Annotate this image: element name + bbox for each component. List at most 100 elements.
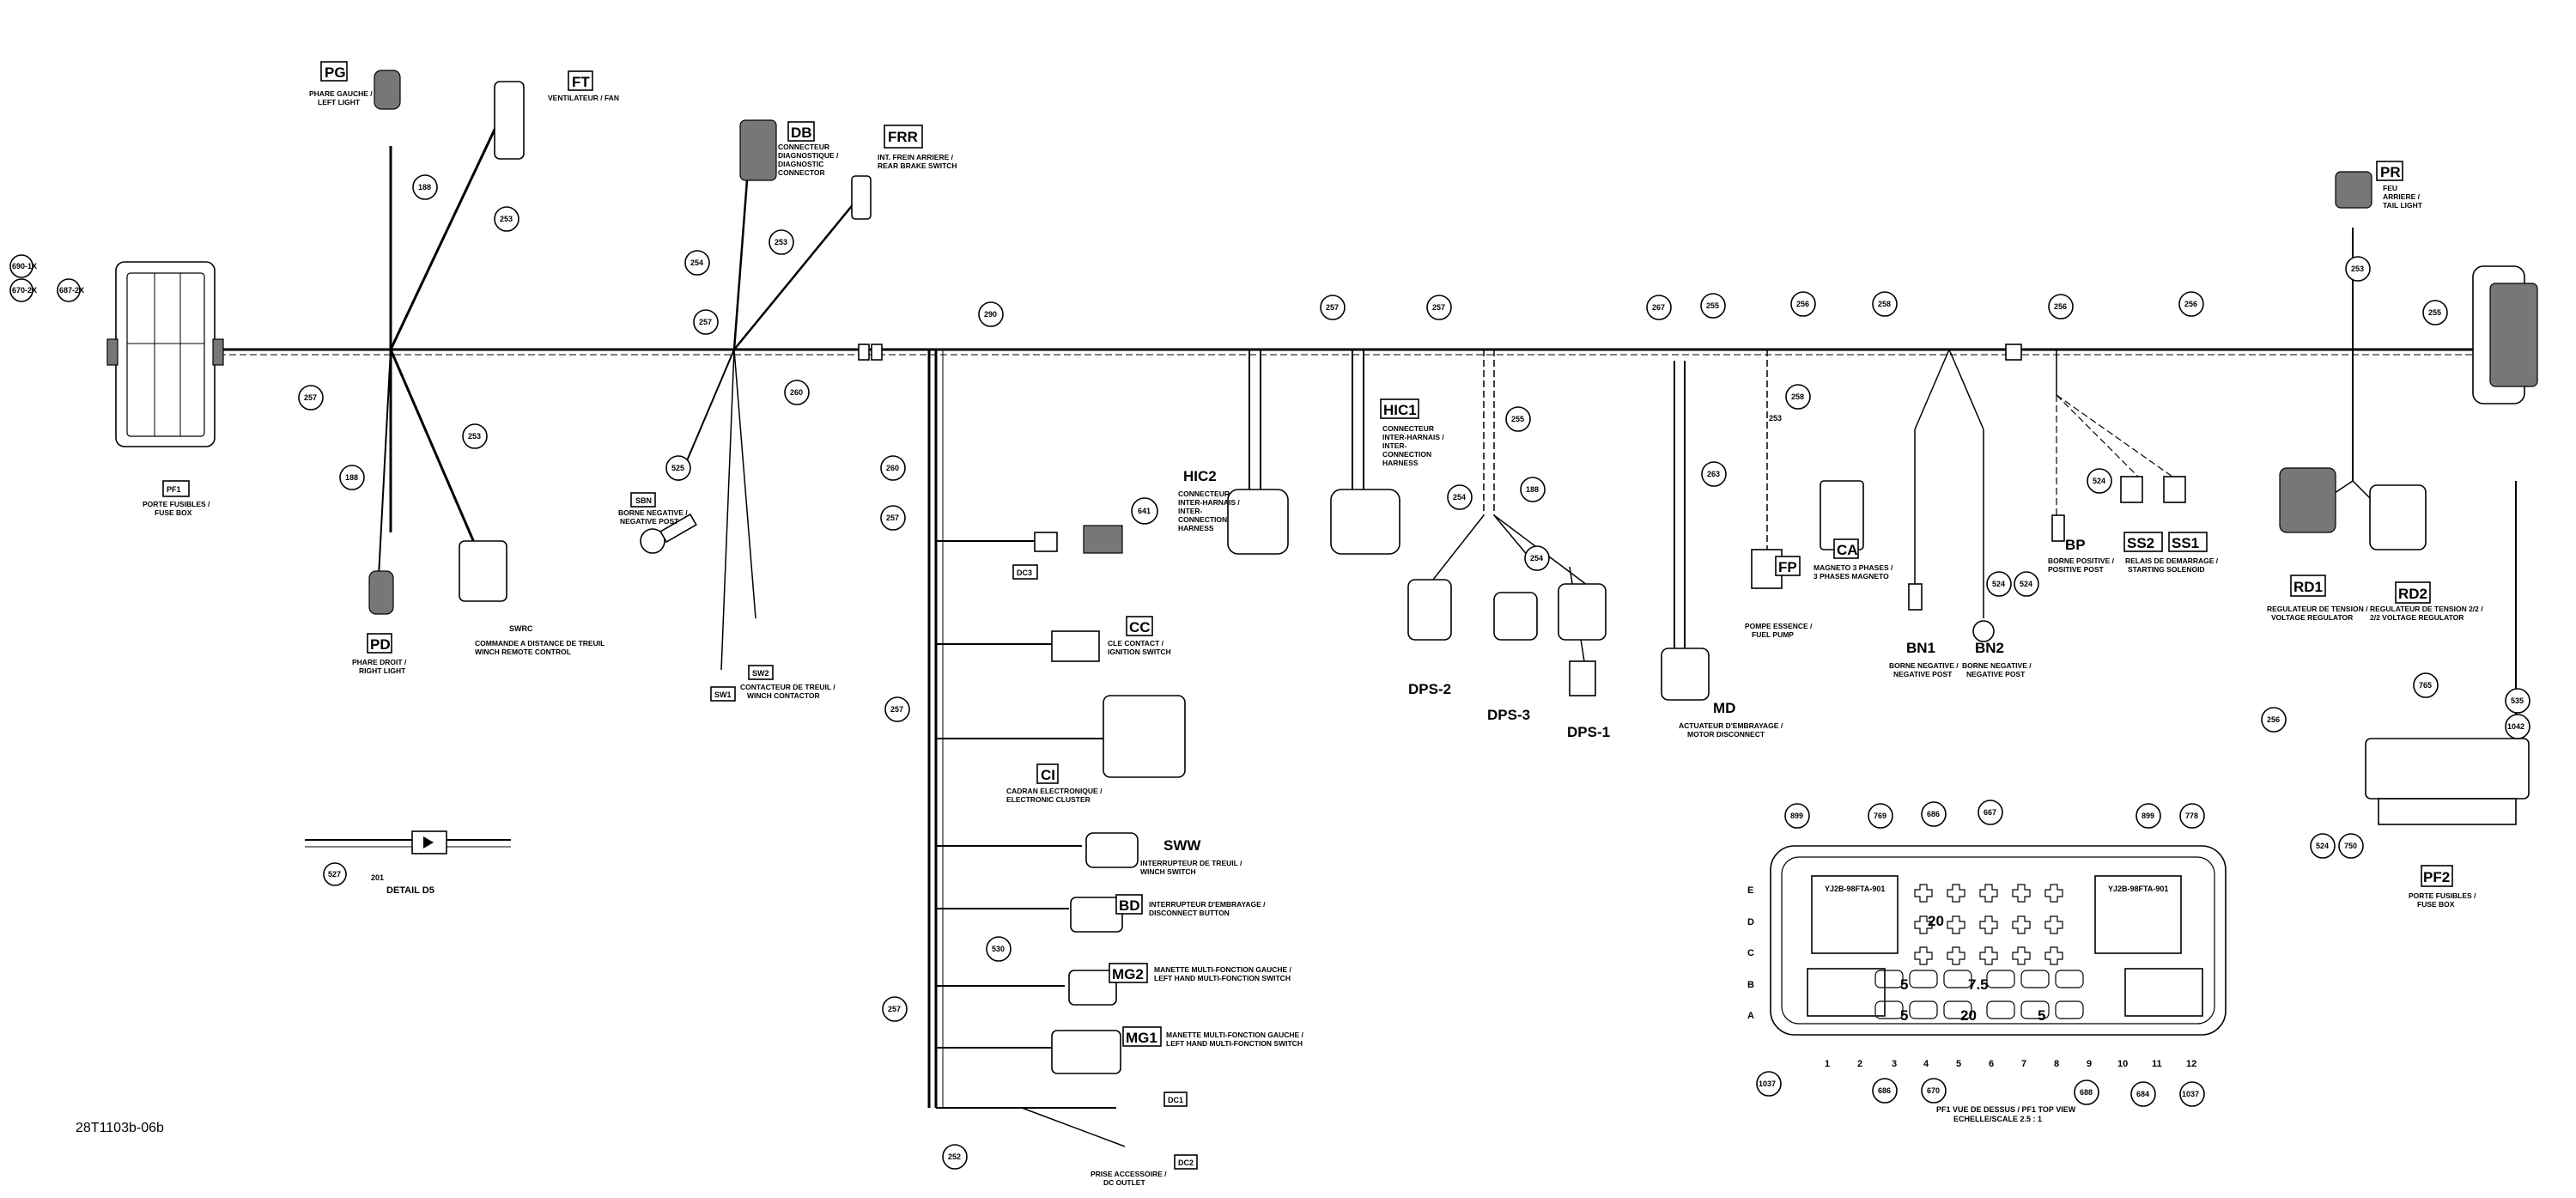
svg-text:524: 524 — [2316, 842, 2329, 850]
fuse-rating-a8: 5 — [2038, 1007, 2045, 1024]
fuse-slot — [2020, 970, 2050, 988]
component-labels: PG PHARE GAUCHE / LEFT LIGHT FT VENTILAT… — [143, 61, 2483, 1187]
fuse-slot — [1874, 1000, 1904, 1019]
fuse-slot — [1986, 1000, 2015, 1019]
svg-text:DC OUTLET: DC OUTLET — [1103, 1178, 1145, 1187]
svg-text:VENTILATEUR / FAN: VENTILATEUR / FAN — [548, 94, 619, 102]
label-dc3: DC3 — [1017, 569, 1032, 577]
pr-connector — [2335, 171, 2372, 209]
svg-text:FUEL PUMP: FUEL PUMP — [1752, 630, 1794, 639]
svg-text:PHARE DROIT /: PHARE DROIT / — [352, 658, 407, 666]
svg-text:WINCH SWITCH: WINCH SWITCH — [1140, 867, 1196, 876]
svg-text:INTER-HARNAIS /: INTER-HARNAIS / — [1178, 498, 1240, 507]
svg-text:254: 254 — [1453, 493, 1466, 502]
svg-text:NEGATIVE POST: NEGATIVE POST — [1893, 670, 1953, 678]
svg-text:COMMANDE A DISTANCE DE TREUIL: COMMANDE A DISTANCE DE TREUIL — [475, 639, 605, 648]
svg-text:IGNITION SWITCH: IGNITION SWITCH — [1108, 648, 1171, 656]
svg-text:524: 524 — [2093, 477, 2105, 485]
svg-text:POMPE ESSENCE /: POMPE ESSENCE / — [1745, 622, 1813, 630]
label-ss2: SS2 — [2127, 535, 2154, 551]
svg-text:8: 8 — [2054, 1059, 2059, 1069]
cc-connector — [1051, 630, 1100, 662]
svg-text:1037: 1037 — [2182, 1090, 2199, 1098]
sbn-ring-terminal — [640, 528, 665, 554]
svg-text:12: 12 — [2186, 1059, 2196, 1069]
svg-text:3: 3 — [1892, 1059, 1897, 1069]
svg-text:267: 267 — [1652, 303, 1665, 312]
dps2-connector — [1407, 579, 1452, 641]
fuse-socket — [2012, 946, 2031, 965]
svg-text:253: 253 — [775, 238, 787, 246]
label-dps2: DPS-2 — [1408, 681, 1451, 697]
svg-text:STARTING SOLENOID: STARTING SOLENOID — [2128, 565, 2205, 574]
label-pg: PG — [325, 64, 346, 81]
svg-text:188: 188 — [345, 473, 358, 482]
svg-text:778: 778 — [2185, 812, 2198, 820]
small-ref-balloons: 641 524 524 524 530 765 750 524 — [986, 468, 2439, 962]
svg-text:CONTACTEUR DE TREUIL /: CONTACTEUR DE TREUIL / — [740, 683, 835, 691]
svg-text:MANETTE MULTI-FONCTION GAUCHE: MANETTE MULTI-FONCTION GAUCHE / — [1166, 1031, 1304, 1039]
svg-text:CLE CONTACT /: CLE CONTACT / — [1108, 639, 1164, 648]
fuse-socket — [2012, 915, 2031, 934]
hic2-connector — [1227, 489, 1289, 555]
svg-text:INTERRUPTEUR D'EMBRAYAGE /: INTERRUPTEUR D'EMBRAYAGE / — [1149, 900, 1266, 909]
label-pf1: PF1 — [167, 485, 181, 494]
fuse-socket — [1979, 915, 1998, 934]
dc3-connector — [1034, 532, 1058, 552]
svg-text:263: 263 — [1707, 470, 1720, 478]
connector-shapes — [368, 70, 2538, 1074]
svg-text:254: 254 — [690, 258, 703, 267]
svg-text:REGULATEUR DE TENSION /: REGULATEUR DE TENSION / — [2267, 605, 2368, 613]
svg-text:RELAIS DE DEMARRAGE /: RELAIS DE DEMARRAGE / — [2125, 556, 2219, 565]
svg-text:ARRIERE /: ARRIERE / — [2383, 192, 2421, 201]
fuse-socket — [1979, 884, 1998, 903]
row-a: A — [1747, 1011, 1754, 1021]
fuse-socket — [2044, 915, 2063, 934]
ref-687: 687-2X — [59, 286, 84, 295]
svg-text:257: 257 — [890, 705, 903, 714]
svg-text:BORNE NEGATIVE /: BORNE NEGATIVE / — [1889, 661, 1959, 670]
label-pf2: PF2 — [2423, 869, 2450, 885]
fuse-rating-b4: 5 — [1900, 976, 1908, 993]
pf2-connector — [2365, 738, 2530, 800]
svg-text:253: 253 — [1769, 414, 1782, 423]
label-hic1: HIC1 — [1383, 402, 1417, 418]
svg-text:LEFT HAND MULTI-FONCTION SWITC: LEFT HAND MULTI-FONCTION SWITCH — [1166, 1039, 1303, 1048]
svg-text:INTER-HARNAIS /: INTER-HARNAIS / — [1382, 433, 1444, 441]
svg-text:258: 258 — [1791, 392, 1804, 401]
svg-text:PRISE ACCESSOIRE /: PRISE ACCESSOIRE / — [1091, 1170, 1167, 1178]
svg-text:899: 899 — [2142, 812, 2154, 820]
svg-text:899: 899 — [1790, 812, 1803, 820]
svg-text:DIAGNOSTIC: DIAGNOSTIC — [778, 160, 823, 168]
label-db: DB — [791, 125, 812, 141]
fuse-slot — [2055, 970, 2084, 988]
dps1-connector — [1558, 583, 1607, 641]
rd2-connector — [2369, 484, 2427, 550]
svg-text:525: 525 — [671, 464, 684, 472]
label-swrc: SWRC — [509, 624, 533, 633]
ft-connector — [494, 81, 525, 160]
svg-text:TAIL LIGHT: TAIL LIGHT — [2383, 201, 2423, 210]
svg-text:2/2 VOLTAGE REGULATOR: 2/2 VOLTAGE REGULATOR — [2370, 613, 2464, 622]
svg-text:535: 535 — [2511, 696, 2524, 705]
label-dc2: DC2 — [1178, 1158, 1194, 1167]
svg-text:PORTE FUSIBLES /: PORTE FUSIBLES / — [2409, 891, 2476, 900]
svg-text:9: 9 — [2087, 1059, 2092, 1069]
svg-text:684: 684 — [2136, 1090, 2149, 1098]
label-cc: CC — [1129, 619, 1151, 635]
fuse-slot — [1943, 970, 1972, 988]
svg-text:PORTE FUSIBLES /: PORTE FUSIBLES / — [143, 500, 210, 508]
drawing-id: 28T1103b-06b — [76, 1121, 164, 1135]
svg-text:260: 260 — [790, 388, 803, 397]
svg-text:255: 255 — [1706, 301, 1719, 310]
mg2-connector — [1068, 970, 1117, 1006]
fuse-socket — [1947, 946, 1965, 965]
detail-d5: 527 201 DETAIL D5 — [305, 830, 511, 896]
bn2-ring — [1972, 620, 1995, 642]
fuse-slot — [2055, 1000, 2084, 1019]
svg-text:667: 667 — [1984, 808, 1996, 817]
label-md: MD — [1713, 700, 1735, 716]
fuse-socket — [1979, 946, 1998, 965]
row-e: E — [1747, 885, 1753, 896]
row-b: B — [1747, 980, 1754, 990]
